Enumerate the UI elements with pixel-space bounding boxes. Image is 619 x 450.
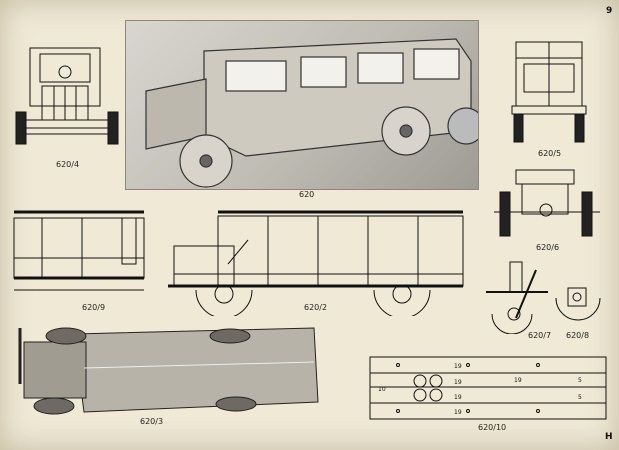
truck-photo [125, 20, 485, 190]
strip-label-8: 10 [378, 386, 386, 393]
figure-label-620-4: 620/4 [56, 160, 80, 169]
figure-label-620-3: 620/3 [140, 417, 164, 426]
strip-label-6: 5 [578, 377, 582, 384]
figure-label-620-5: 620/5 [538, 149, 562, 158]
strip-label-7: 5 [578, 394, 582, 401]
page-number: 9 [606, 6, 613, 16]
figure-label-620-2: 620/2 [304, 303, 328, 312]
figure-label-620-10: 620/10 [478, 423, 507, 432]
strip-label-1: 19 [454, 363, 462, 370]
underside-view-figure [18, 327, 319, 415]
side-view-figure [168, 210, 464, 316]
strip-label-4: 19 [454, 394, 462, 401]
figure-label-620-9: 620/9 [82, 303, 106, 312]
strip-label-5: 19 [454, 409, 462, 416]
figure-label-620: 620 [299, 190, 315, 199]
figure-label-620-6: 620/6 [536, 243, 560, 252]
front-view-figure [15, 47, 119, 145]
strip-label-3: 19 [454, 379, 462, 386]
steering-figure [486, 261, 548, 334]
rear-view-figure [511, 41, 587, 143]
page-letter: H [605, 432, 613, 442]
strip-plate-figure: 19 19 19 19 19 5 5 10 [369, 356, 607, 420]
figure-label-620-8: 620/8 [566, 331, 590, 340]
side-partial-figure [13, 210, 145, 291]
wheel-detail-figure [555, 287, 601, 321]
figure-label-620-7: 620/7 [528, 331, 552, 340]
truck-illustration [145, 38, 485, 188]
strip-label-2: 19 [514, 377, 522, 384]
front-axle-figure [494, 169, 600, 237]
